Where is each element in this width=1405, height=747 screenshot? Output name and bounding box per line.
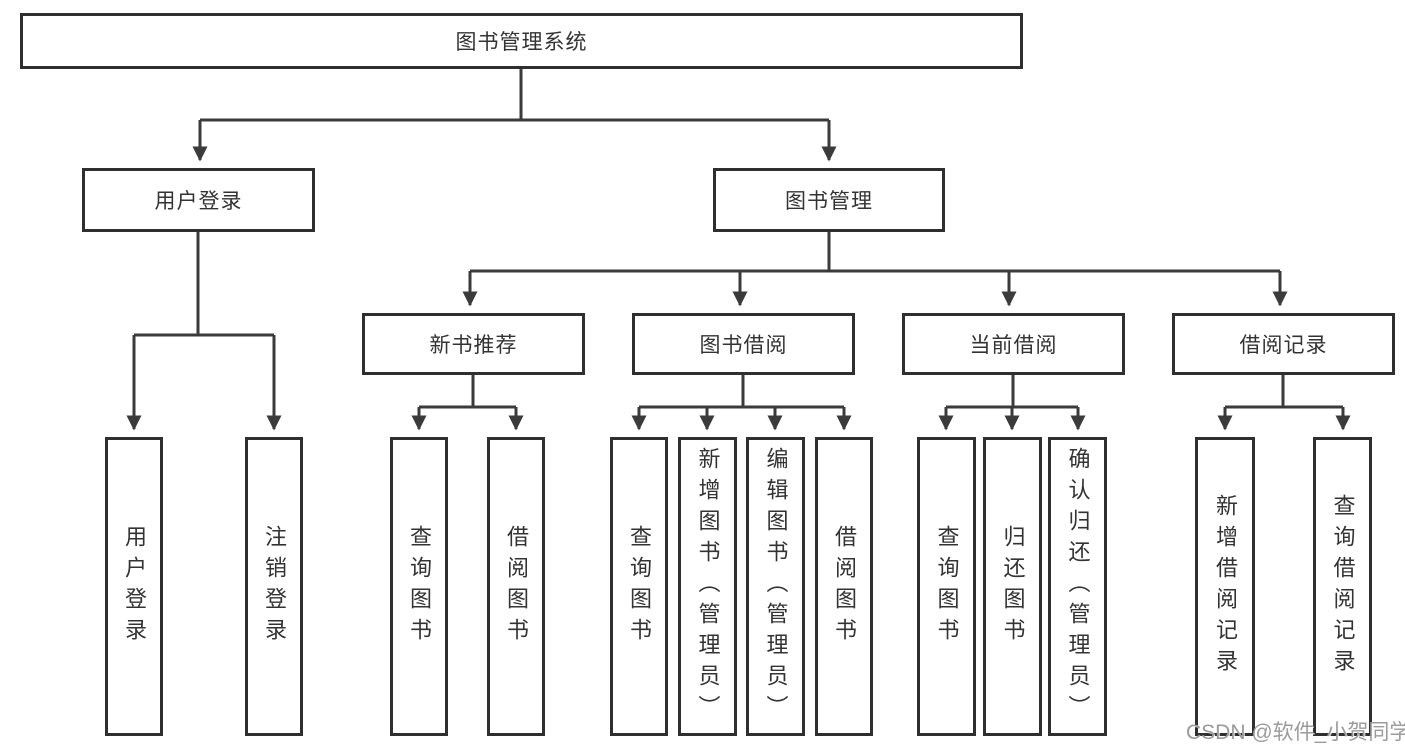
leaf-borrow-query-books: 查询图书 [610, 437, 668, 736]
leaf-query-borrow-record: 查询借阅记录 [1313, 437, 1372, 736]
leaf-user-login: 用户登录 [105, 437, 163, 736]
connector-user-login-children [126, 232, 282, 431]
connector-root-to-level2 [192, 69, 837, 162]
leaf-borrow-query-books-label: 查询图书 [627, 524, 652, 649]
leaf-return-books: 归还图书 [983, 437, 1042, 736]
leaf-borrow-books: 借阅图书 [815, 437, 873, 736]
csdn-watermark: CSDN @软件_小贺同学 [1186, 721, 1405, 744]
leaf-confirm-return-admin: 确认归还（管理员） [1048, 437, 1107, 736]
node-root-system: 图书管理系统 [20, 13, 1023, 69]
leaf-logout: 注销登录 [245, 437, 303, 736]
leaf-add-books-admin-label: 新增图书（管理员） [695, 447, 721, 726]
node-root-label: 图书管理系统 [455, 31, 588, 54]
node-book-borrow: 图书借阅 [632, 313, 855, 375]
connector-new-book-children [411, 375, 524, 431]
connector-book-borrow-children [631, 375, 852, 431]
node-user-login: 用户登录 [82, 168, 315, 232]
node-new-book-recommend-label: 新书推荐 [429, 334, 518, 357]
node-borrow-records-label: 借阅记录 [1239, 334, 1328, 357]
leaf-confirm-return-admin-label: 确认归还（管理员） [1065, 447, 1091, 726]
leaf-recommend-borrow-books: 借阅图书 [487, 437, 545, 736]
leaf-query-borrow-record-label: 查询借阅记录 [1330, 493, 1356, 680]
connector-book-mgmt-to-level3 [462, 232, 1288, 307]
connector-borrow-record-children [1217, 375, 1351, 431]
leaf-recommend-query-books: 查询图书 [390, 437, 448, 736]
node-new-book-recommend: 新书推荐 [362, 313, 585, 375]
leaf-current-query-books-label: 查询图书 [934, 524, 960, 649]
leaf-edit-books-admin-label: 编辑图书（管理员） [763, 447, 789, 726]
node-user-login-label: 用户登录 [154, 190, 243, 213]
connector-current-borrow-children [938, 375, 1086, 431]
leaf-edit-books-admin: 编辑图书（管理员） [746, 437, 805, 736]
leaf-recommend-borrow-books-label: 借阅图书 [504, 524, 529, 649]
leaf-recommend-query-books-label: 查询图书 [407, 524, 432, 649]
leaf-user-login-label: 用户登录 [122, 524, 147, 649]
node-book-management-label: 图书管理 [785, 190, 873, 213]
node-book-borrow-label: 图书借阅 [699, 334, 788, 357]
leaf-add-borrow-record-label: 新增借阅记录 [1213, 493, 1238, 680]
leaf-current-query-books: 查询图书 [917, 437, 976, 736]
leaf-logout-label: 注销登录 [262, 524, 287, 649]
node-current-borrow: 当前借阅 [902, 313, 1125, 375]
node-current-borrow-label: 当前借阅 [969, 334, 1058, 357]
node-book-management: 图书管理 [713, 168, 945, 232]
leaf-add-borrow-record: 新增借阅记录 [1195, 437, 1255, 736]
leaf-return-books-label: 归还图书 [1000, 524, 1026, 649]
leaf-borrow-books-label: 借阅图书 [832, 524, 857, 649]
node-borrow-records: 借阅记录 [1172, 313, 1395, 375]
leaf-add-books-admin: 新增图书（管理员） [678, 437, 737, 736]
